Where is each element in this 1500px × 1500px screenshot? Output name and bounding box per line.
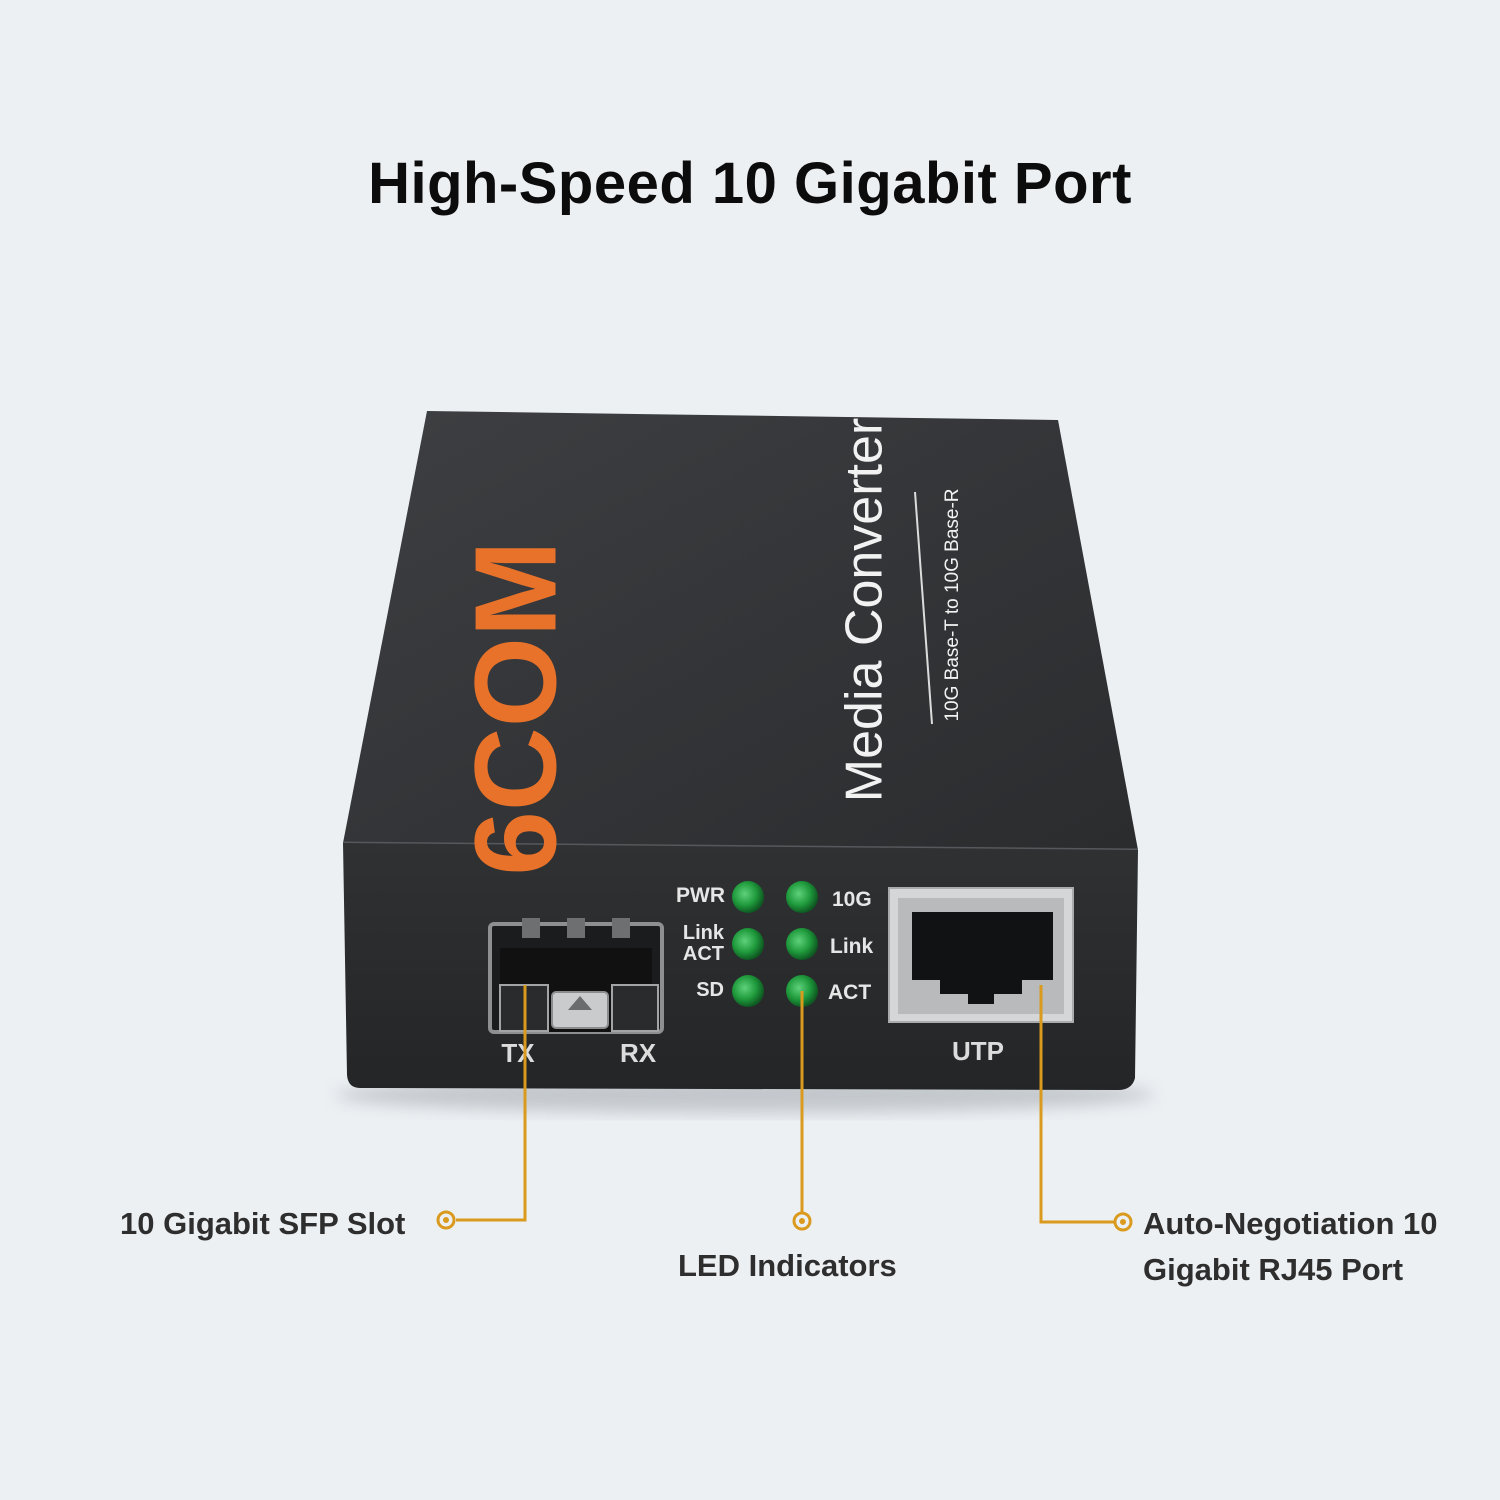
callout-sfp-slot: 10 Gigabit SFP Slot [120,1206,406,1241]
svg-text:10G Base-T to 10G Base-R: 10G Base-T to 10G Base-R [942,488,963,721]
sfp-rx-label: RX [620,1038,657,1068]
page-headline: High-Speed 10 Gigabit Port [368,151,1132,216]
brand-logo: 6COM [451,540,581,875]
sfp-slot [488,918,664,1034]
led-sd [732,975,764,1007]
led-label-act: ACT [828,981,871,1004]
led-label-10g: 10G [832,888,872,911]
callout-rj45-port: Auto-Negotiation 10 Gigabit RJ45 Port [1143,1201,1483,1293]
callout-line-led [792,991,812,1231]
chassis-top [343,411,1138,850]
led-label-link-act-2: ACT [683,943,724,965]
callout-line-sfp [436,985,527,1230]
product-subtitle: 10G Base-T to 10G Base-R [942,488,963,721]
led-pwr [732,881,764,913]
callout-rj45-line1: Auto-Negotiation 10 [1143,1206,1438,1241]
callout-rj45-line2: Gigabit RJ45 Port [1143,1252,1404,1287]
led-10g [786,881,818,913]
callout-led-indicators: LED Indicators [678,1248,897,1283]
svg-text:Media Converter: Media Converter [836,418,894,802]
rj45-label: UTP [952,1036,1004,1066]
led-label-sd: SD [696,979,724,1001]
callout-line-rj45 [1039,985,1133,1232]
rj45-port [888,887,1074,1023]
svg-text:6COM: 6COM [451,540,581,875]
product-name: Media Converter [836,418,894,802]
led-label-link: Link [830,935,873,958]
led-link [786,928,818,960]
led-label-pwr: PWR [676,884,725,907]
led-label-link-act-1: Link [683,922,725,944]
sfp-tx-label: TX [501,1038,535,1068]
led-link-act [732,928,764,960]
